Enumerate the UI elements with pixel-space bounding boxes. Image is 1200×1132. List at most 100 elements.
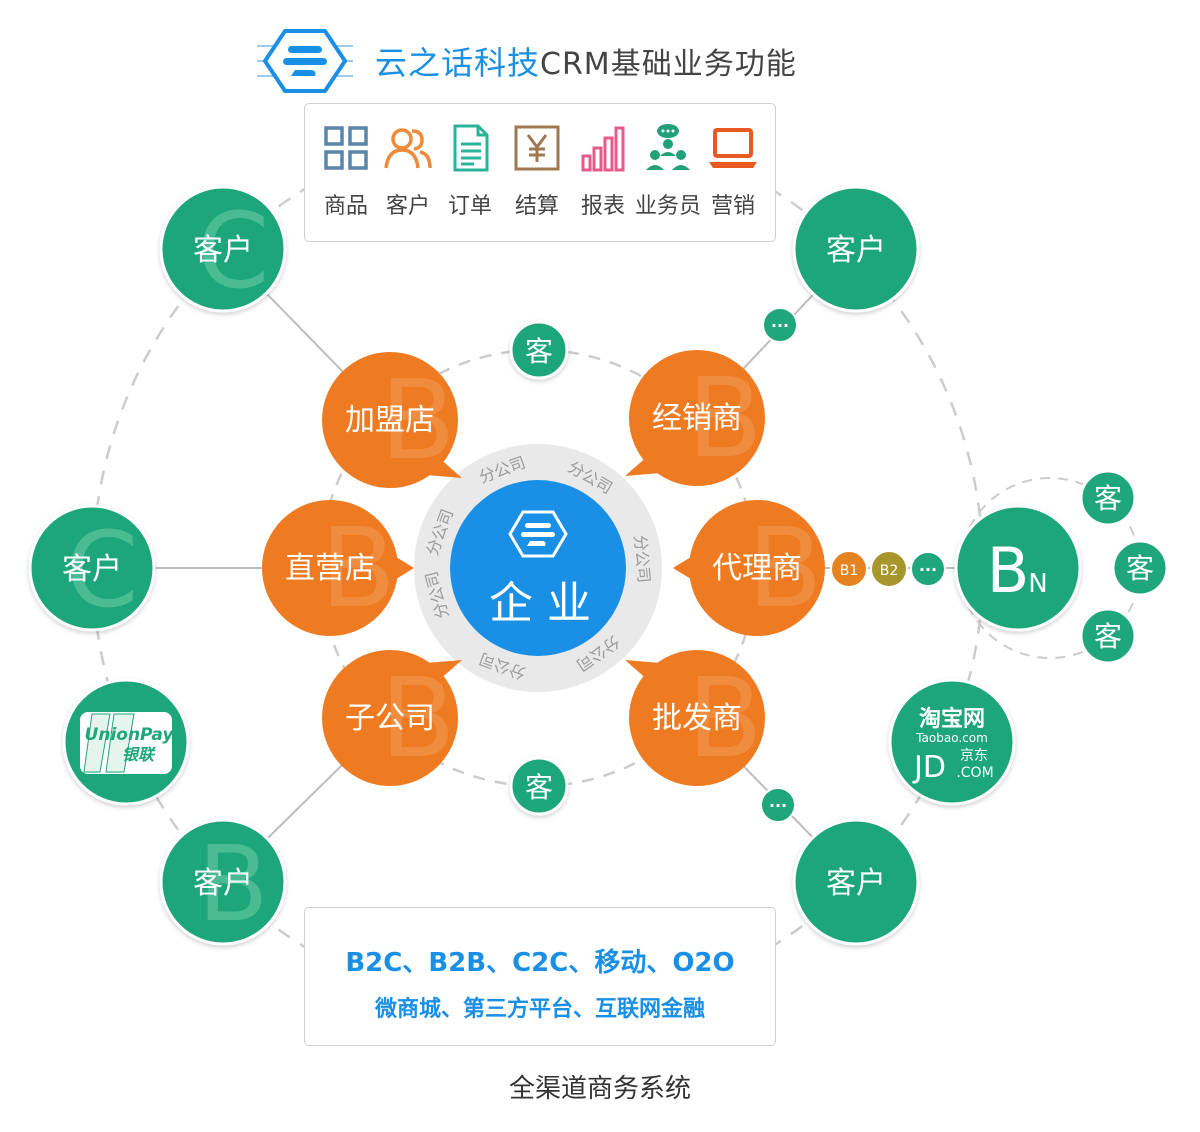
feature-label: 报表 bbox=[580, 194, 625, 219]
b2-node bbox=[870, 550, 908, 588]
more-dots-upper-label: ··· bbox=[771, 316, 789, 335]
feature-label: 商品 bbox=[323, 194, 368, 219]
chain-more-label: ··· bbox=[919, 560, 937, 579]
feature-item-settlement[interactable]: 结算 bbox=[502, 122, 572, 220]
customer-label: 客户 bbox=[193, 233, 253, 268]
b-watermark: B bbox=[320, 504, 395, 632]
feature-label: 业务员 bbox=[634, 194, 701, 219]
feature-label: 订单 bbox=[447, 194, 492, 219]
ecommerce-node: 淘宝网 Taobao.com JD 京东 .COM bbox=[888, 678, 1016, 806]
unionpay-node: UnionPay 银联 bbox=[62, 678, 190, 806]
bn-main: B bbox=[987, 534, 1030, 607]
customer-circle bbox=[159, 185, 287, 313]
customer-label: 客户 bbox=[826, 233, 886, 268]
taobao-en: Taobao.com bbox=[915, 731, 988, 745]
feature-label: 客户 bbox=[385, 194, 430, 219]
customer-node: C客户 bbox=[28, 504, 156, 632]
team-icon bbox=[646, 124, 690, 170]
taobao-cn: 淘宝网 bbox=[919, 706, 985, 732]
jd-com: .COM bbox=[956, 765, 993, 781]
b-watermark: B bbox=[380, 654, 455, 782]
brand-title: 云之话科技CRM基础业务功能 bbox=[375, 38, 797, 84]
enterprise-logo-icon bbox=[508, 510, 568, 558]
laptop-icon bbox=[709, 128, 757, 168]
customer-watermark: C bbox=[197, 190, 270, 312]
b1-node bbox=[830, 550, 868, 588]
b-node-label: 子公司 bbox=[345, 701, 435, 736]
chain-more-node bbox=[910, 551, 946, 587]
bn-customer-node bbox=[1111, 539, 1169, 597]
b-node-label: 批发商 bbox=[652, 701, 742, 736]
brand-logo-icon bbox=[257, 29, 353, 93]
channels-panel: B2C、B2B、C2C、移动、O2O 微商城、第三方平台、互联网金融 bbox=[304, 907, 776, 1046]
more-dots-node-upper bbox=[762, 307, 798, 343]
customer-circle bbox=[792, 185, 920, 313]
bn-customer-label: 客 bbox=[1094, 620, 1122, 653]
jd-cn: 京东 bbox=[960, 748, 988, 764]
bn-node bbox=[954, 504, 1082, 632]
b-node-label: 直营店 bbox=[285, 551, 375, 586]
b-node-label: 加盟店 bbox=[345, 403, 435, 438]
unionpay-en: UnionPay bbox=[85, 725, 175, 745]
b1-label: B1 bbox=[840, 563, 859, 579]
feature-item-reports[interactable]: 报表 bbox=[568, 122, 638, 220]
inner-customer-top-label: 客 bbox=[525, 335, 553, 368]
jd-en: JD bbox=[912, 750, 946, 785]
diagram-caption: 全渠道商务系统 bbox=[508, 1074, 691, 1104]
channels-line-1: B2C、B2B、C2C、移动、O2O bbox=[345, 948, 735, 978]
feature-item-products[interactable]: 商品 bbox=[311, 122, 381, 220]
enterprise-label: 企 业 bbox=[489, 578, 591, 629]
feature-panel: 商品 客户 订单 bbox=[304, 103, 776, 242]
inner-customer-bottom-label: 客 bbox=[525, 771, 553, 804]
customer-node: 客户 bbox=[792, 818, 920, 946]
yen-icon bbox=[514, 125, 560, 171]
feature-item-marketing[interactable]: 营销 bbox=[698, 122, 768, 220]
header: 云之话科技CRM基础业务功能 bbox=[255, 26, 875, 96]
b-node-label: 代理商 bbox=[712, 551, 802, 586]
b2-label: B2 bbox=[880, 563, 899, 579]
b-node-circle bbox=[262, 500, 398, 636]
customer-watermark: B bbox=[197, 823, 268, 945]
page-subtitle: CRM基础业务功能 bbox=[540, 47, 797, 82]
inner-customer-top bbox=[509, 320, 569, 380]
b-watermark: B bbox=[380, 356, 455, 484]
brand-name: 云之话科技 bbox=[375, 44, 541, 82]
users-icon bbox=[384, 128, 432, 169]
bn-customer-label: 客 bbox=[1094, 482, 1122, 515]
inner-customer-bottom bbox=[509, 756, 569, 816]
bar-chart-icon bbox=[581, 126, 625, 172]
customer-node: B客户 bbox=[159, 818, 287, 946]
feature-item-salesman[interactable]: 业务员 bbox=[633, 122, 703, 220]
grid-icon bbox=[324, 126, 368, 170]
unionpay-cn: 银联 bbox=[122, 745, 156, 764]
bn-small-customers: 客客客 bbox=[1079, 469, 1169, 665]
feature-label: 结算 bbox=[514, 194, 559, 219]
customer-node: 客户 bbox=[792, 185, 920, 313]
customer-circle bbox=[792, 818, 920, 946]
feature-item-customers[interactable]: 客户 bbox=[373, 122, 443, 220]
b-node-circle bbox=[629, 650, 765, 786]
customer-node: C客户 bbox=[159, 185, 287, 313]
document-icon bbox=[453, 124, 489, 172]
b-watermark: B bbox=[687, 354, 762, 482]
customer-circle bbox=[159, 818, 287, 946]
enterprise-node bbox=[450, 480, 626, 656]
customer-label: 客户 bbox=[62, 552, 122, 587]
bn-customer-node bbox=[1079, 607, 1137, 665]
customer-label: 客户 bbox=[826, 866, 886, 901]
feature-item-orders[interactable]: 订单 bbox=[435, 122, 505, 220]
customer-watermark: C bbox=[66, 509, 139, 631]
b-node-circle bbox=[629, 350, 765, 486]
customer-circle bbox=[28, 504, 156, 632]
bn-customer-label: 客 bbox=[1126, 552, 1154, 585]
more-dots-node-lower bbox=[760, 787, 796, 823]
